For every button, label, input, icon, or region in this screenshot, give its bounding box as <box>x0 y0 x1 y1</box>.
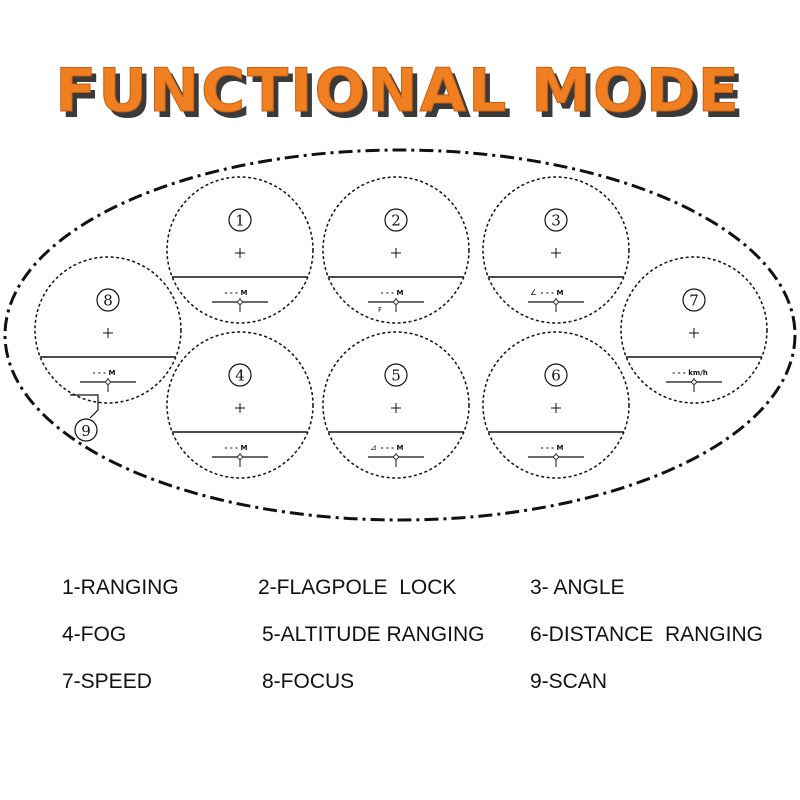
scope-3-readout: - - - M <box>541 289 564 297</box>
legend-item-flagpole-lock: 2-FLAGPOLE LOCK <box>258 576 457 599</box>
scope-4: 4 - - - M <box>166 331 314 479</box>
scope-2-reticle-dot <box>393 299 399 305</box>
scope-8: 8 - - - M <box>34 256 182 404</box>
scope-2-readout: - - - M <box>381 289 404 297</box>
scope-5-badge <box>384 363 408 387</box>
scan-callout: 9 <box>70 394 99 442</box>
scope-7-readout: - - - km/h <box>672 369 708 377</box>
scope-5: 5 - - - M ⊿ <box>322 331 470 479</box>
scope-6: 6 - - - M <box>482 331 630 479</box>
scope-4-badge <box>228 363 252 387</box>
scope-5-readout: - - - M <box>381 444 404 452</box>
legend-item-angle: 3- ANGLE <box>530 576 625 599</box>
scope-4-number: 4 <box>235 367 245 385</box>
functional-mode-diagram: 1 - - - M 2 - - - M F 3 - - - M ∠ 4 - - - M 5 - - -… <box>3 148 797 522</box>
scopes-layer: 1 - - - M 2 - - - M F 3 - - - M ∠ 4 - - - M 5 - - -… <box>34 176 768 479</box>
scope-3-badge <box>544 208 568 232</box>
scope-1: 1 - - - M <box>166 176 314 324</box>
scan-callout-circle <box>74 418 98 442</box>
scope-1-number: 1 <box>235 212 245 230</box>
title-shadow: FUNCTIONAL MODE <box>60 62 746 132</box>
scope-7-reticle-dot <box>691 379 697 385</box>
scope-3-mode-symbol: ∠ <box>530 288 537 297</box>
scope-2-marker: F <box>378 306 382 314</box>
scope-6-number: 6 <box>551 367 561 385</box>
scope-4-reticle-dot <box>237 454 243 460</box>
scope-2: 2 - - - M F <box>322 176 470 324</box>
scope-5-reticle-dot <box>393 454 399 460</box>
scope-6-badge <box>544 363 568 387</box>
scope-3: 3 - - - M ∠ <box>482 176 630 324</box>
legend-item-focus: 8-FOCUS <box>262 670 355 693</box>
scope-5-number: 5 <box>391 367 401 385</box>
scope-7: 7 - - - km/h <box>620 256 768 404</box>
legend: 1-RANGING 2-FLAGPOLE LOCK 3- ANGLE 4-FOG… <box>0 560 800 720</box>
scope-6-reticle-dot <box>553 454 559 460</box>
scope-8-readout: - - - M <box>93 369 116 377</box>
legend-item-ranging: 1-RANGING <box>62 576 179 599</box>
scope-1-readout: - - - M <box>225 289 248 297</box>
scope-8-badge <box>96 288 120 312</box>
scope-5-mode-symbol: ⊿ <box>370 443 377 452</box>
legend-item-altitude-ranging: 5-ALTITUDE RANGING <box>262 623 485 646</box>
legend-item-scan: 9-SCAN <box>530 670 608 693</box>
scope-4-readout: - - - M <box>225 444 248 452</box>
scope-7-number: 7 <box>689 292 699 310</box>
legend-item-distance-ranging: 6-DISTANCE RANGING <box>530 623 763 646</box>
legend-item-speed: 7-SPEED <box>62 670 152 693</box>
scope-3-reticle-dot <box>553 299 559 305</box>
scope-2-badge <box>384 208 408 232</box>
scope-7-badge <box>682 288 706 312</box>
scope-2-number: 2 <box>391 212 401 230</box>
title-banner: FUNCTIONAL MODE FUNCTIONAL MODE <box>55 56 746 133</box>
title-text: FUNCTIONAL MODE <box>55 56 741 126</box>
legend-item-fog: 4-FOG <box>62 623 127 646</box>
scope-1-badge <box>228 208 252 232</box>
scope-1-reticle-dot <box>237 299 243 305</box>
scope-6-readout: - - - M <box>541 444 564 452</box>
scan-callout-number: 9 <box>81 422 91 440</box>
scan-callout-leader <box>70 394 99 419</box>
scope-8-reticle-dot <box>105 379 111 385</box>
scope-3-number: 3 <box>551 212 561 230</box>
scope-8-number: 8 <box>103 292 113 310</box>
outer-ellipse <box>3 148 797 522</box>
